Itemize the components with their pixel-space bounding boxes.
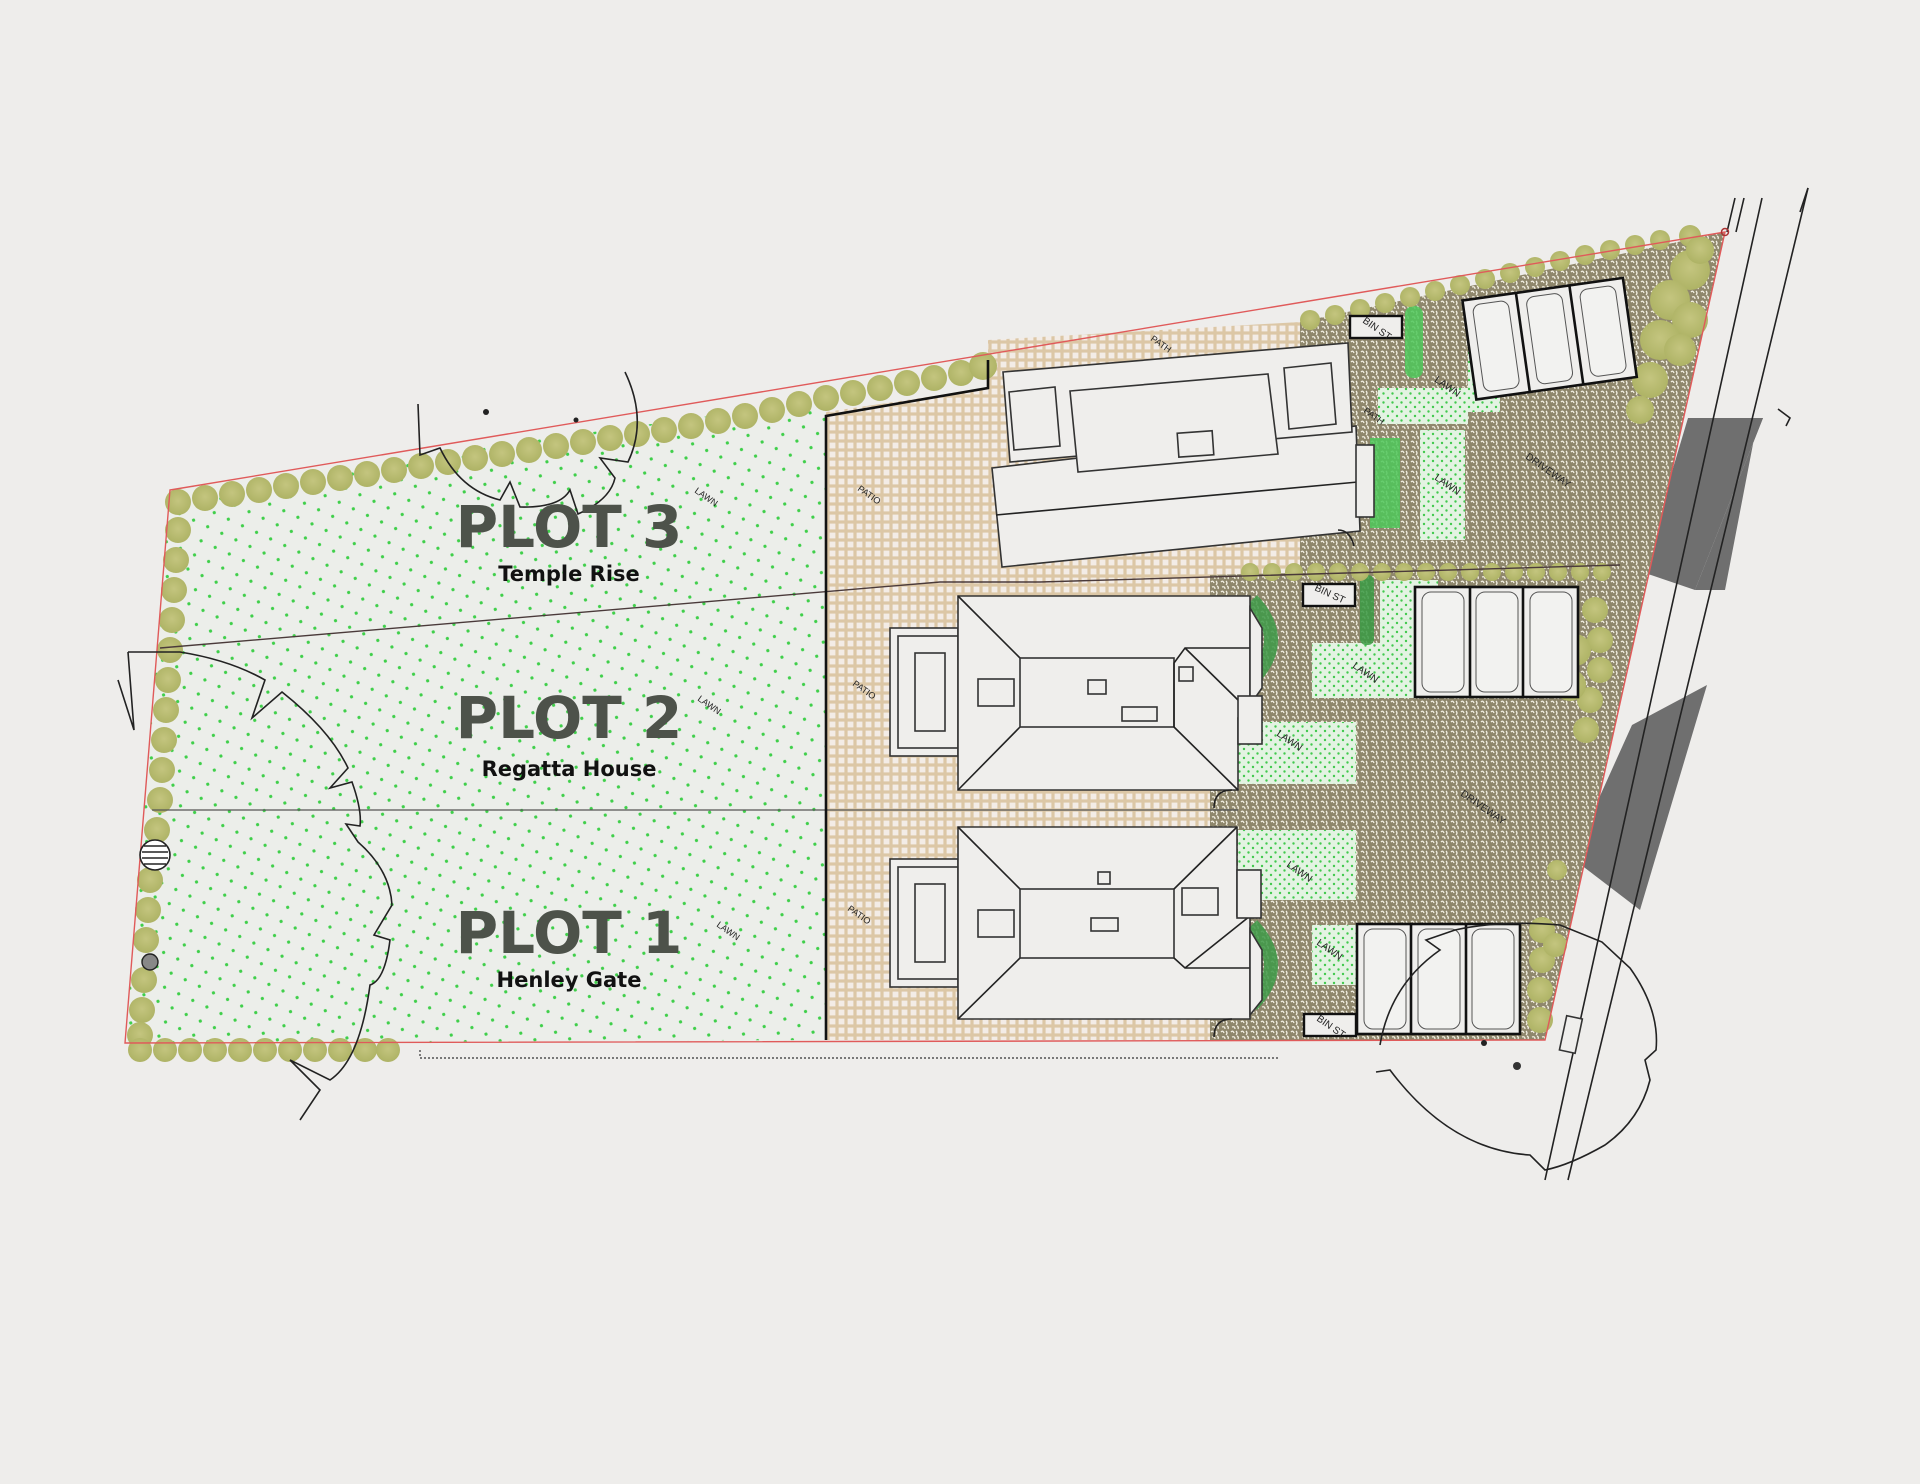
car-icon bbox=[1471, 928, 1515, 1030]
shrub-p2 bbox=[1360, 575, 1374, 645]
car-icon bbox=[1529, 591, 1573, 693]
rooflight-p1-a bbox=[977, 909, 1015, 938]
door-swing-p2 bbox=[1213, 789, 1233, 809]
plot-name: Temple Rise bbox=[498, 562, 640, 586]
boundary-marker bbox=[1720, 227, 1730, 237]
car-icon bbox=[1579, 285, 1627, 377]
utility-box bbox=[1558, 1014, 1584, 1055]
manhole-small bbox=[141, 953, 159, 971]
kerb-line-2 bbox=[1567, 187, 1809, 1181]
tree-canopy-front bbox=[1375, 922, 1658, 1171]
rooflight-p1-c bbox=[1090, 917, 1119, 932]
door-swing-p3 bbox=[1337, 529, 1355, 547]
roof-p2-hip-2 bbox=[957, 726, 1021, 791]
car-icon bbox=[1417, 928, 1461, 1030]
manhole-large bbox=[139, 839, 171, 871]
rooflight-p3-right bbox=[1283, 362, 1337, 430]
road-edge-far bbox=[1799, 187, 1809, 213]
plot-label-3: PLOT 3 Temple Rise bbox=[456, 493, 683, 586]
patio-boundary-p3 bbox=[824, 360, 990, 1040]
parking-plot-3 bbox=[1460, 276, 1639, 401]
kerb-line-1 bbox=[1544, 197, 1763, 1181]
post-1 bbox=[483, 409, 489, 415]
rooflight-p3-centre bbox=[1176, 429, 1215, 459]
post-2 bbox=[573, 417, 579, 423]
road-dark-crossing-upper bbox=[1642, 418, 1763, 590]
plot-title: PLOT 1 bbox=[456, 899, 683, 967]
tree-canopy-large-left bbox=[128, 651, 393, 1121]
plot-title: PLOT 2 bbox=[456, 684, 683, 752]
rooflight-p2-b bbox=[1087, 679, 1107, 695]
house-plot-2 bbox=[889, 595, 1263, 809]
car-icon bbox=[1363, 928, 1407, 1030]
rooflight-p1-d bbox=[1181, 887, 1219, 916]
porch-p1 bbox=[1236, 869, 1262, 919]
roof-p3-cross bbox=[1069, 373, 1279, 473]
porch-p2 bbox=[1237, 695, 1263, 745]
rooflight-p2-c bbox=[1121, 706, 1158, 722]
plot-name: Regatta House bbox=[482, 757, 657, 781]
porch-p3 bbox=[1355, 444, 1375, 518]
post-3 bbox=[1481, 1040, 1487, 1046]
plot-name: Henley Gate bbox=[497, 968, 642, 992]
front-lawn-p2a bbox=[1312, 643, 1414, 698]
parking-plot-2 bbox=[1413, 585, 1580, 699]
road-dark-crossing-lower bbox=[1572, 685, 1707, 910]
rooflight-p1-garden bbox=[914, 883, 946, 963]
front-lawn-p1b bbox=[1312, 925, 1358, 985]
house-plot-1 bbox=[889, 826, 1263, 1038]
roof-p1-hip-1 bbox=[957, 826, 1021, 890]
front-lawn-p3a bbox=[1378, 388, 1468, 424]
bay-window-p2 bbox=[1249, 605, 1263, 708]
rear-lawn bbox=[125, 400, 826, 1043]
shrub-p3-side bbox=[1370, 438, 1400, 528]
canopy-stub-left bbox=[117, 651, 135, 731]
kerb-line-3 bbox=[1735, 197, 1745, 233]
plot-title: PLOT 3 bbox=[456, 493, 683, 561]
front-lawn-p3c bbox=[1420, 430, 1465, 540]
hedge-mid bbox=[1241, 563, 1611, 581]
roof-p1-hip-3 bbox=[1173, 826, 1238, 890]
roof-p2-hip-1 bbox=[957, 595, 1021, 659]
hedges bbox=[127, 225, 1714, 1062]
rooflight-p2-a bbox=[977, 678, 1015, 707]
plot-label-1: PLOT 1 Henley Gate bbox=[456, 899, 683, 992]
bin-store-p3 bbox=[1348, 314, 1404, 340]
shrub-p3-top bbox=[1405, 306, 1423, 378]
roof-p1-hip-2 bbox=[957, 957, 1021, 1020]
roof-p2-gable-diag bbox=[1184, 647, 1239, 701]
road-marker bbox=[1777, 408, 1792, 427]
tree-canopy-top bbox=[417, 371, 639, 516]
road bbox=[1544, 187, 1809, 1181]
rooflight-p2-d bbox=[1178, 666, 1194, 682]
road-dark-crossing-upper-b bbox=[1695, 418, 1763, 590]
roof-p1-gable-diag bbox=[1184, 915, 1251, 969]
bin-store-p2 bbox=[1301, 582, 1357, 608]
hedge-bottom bbox=[128, 1038, 400, 1062]
manhole-large-hatch bbox=[142, 845, 168, 865]
parking-plot-1 bbox=[1355, 922, 1522, 1036]
post-4 bbox=[1513, 1062, 1521, 1070]
bay-window-p1 bbox=[1249, 927, 1263, 1018]
car-icon bbox=[1526, 293, 1574, 385]
rooflight-p3-left bbox=[1008, 386, 1061, 451]
kerb-line-4 bbox=[1726, 197, 1736, 233]
plot-label-2: PLOT 2 Regatta House bbox=[456, 684, 683, 781]
house-plot-3 bbox=[991, 342, 1375, 568]
car-icon bbox=[1475, 591, 1519, 693]
plot3-plot2-divider bbox=[159, 564, 1621, 649]
car-icon bbox=[1421, 591, 1465, 693]
rooflight-p2-garden bbox=[914, 652, 946, 732]
door-swing-p1 bbox=[1213, 1018, 1233, 1038]
rooflight-p1-b bbox=[1097, 871, 1111, 885]
roof-p3-ridge bbox=[995, 481, 1359, 516]
car-icon bbox=[1472, 300, 1520, 392]
footpath-boundary bbox=[419, 1050, 1280, 1059]
roof-p2-hip-3 bbox=[1173, 726, 1239, 791]
bin-store-p1 bbox=[1302, 1012, 1358, 1038]
roof-p2-gable bbox=[1173, 647, 1250, 727]
